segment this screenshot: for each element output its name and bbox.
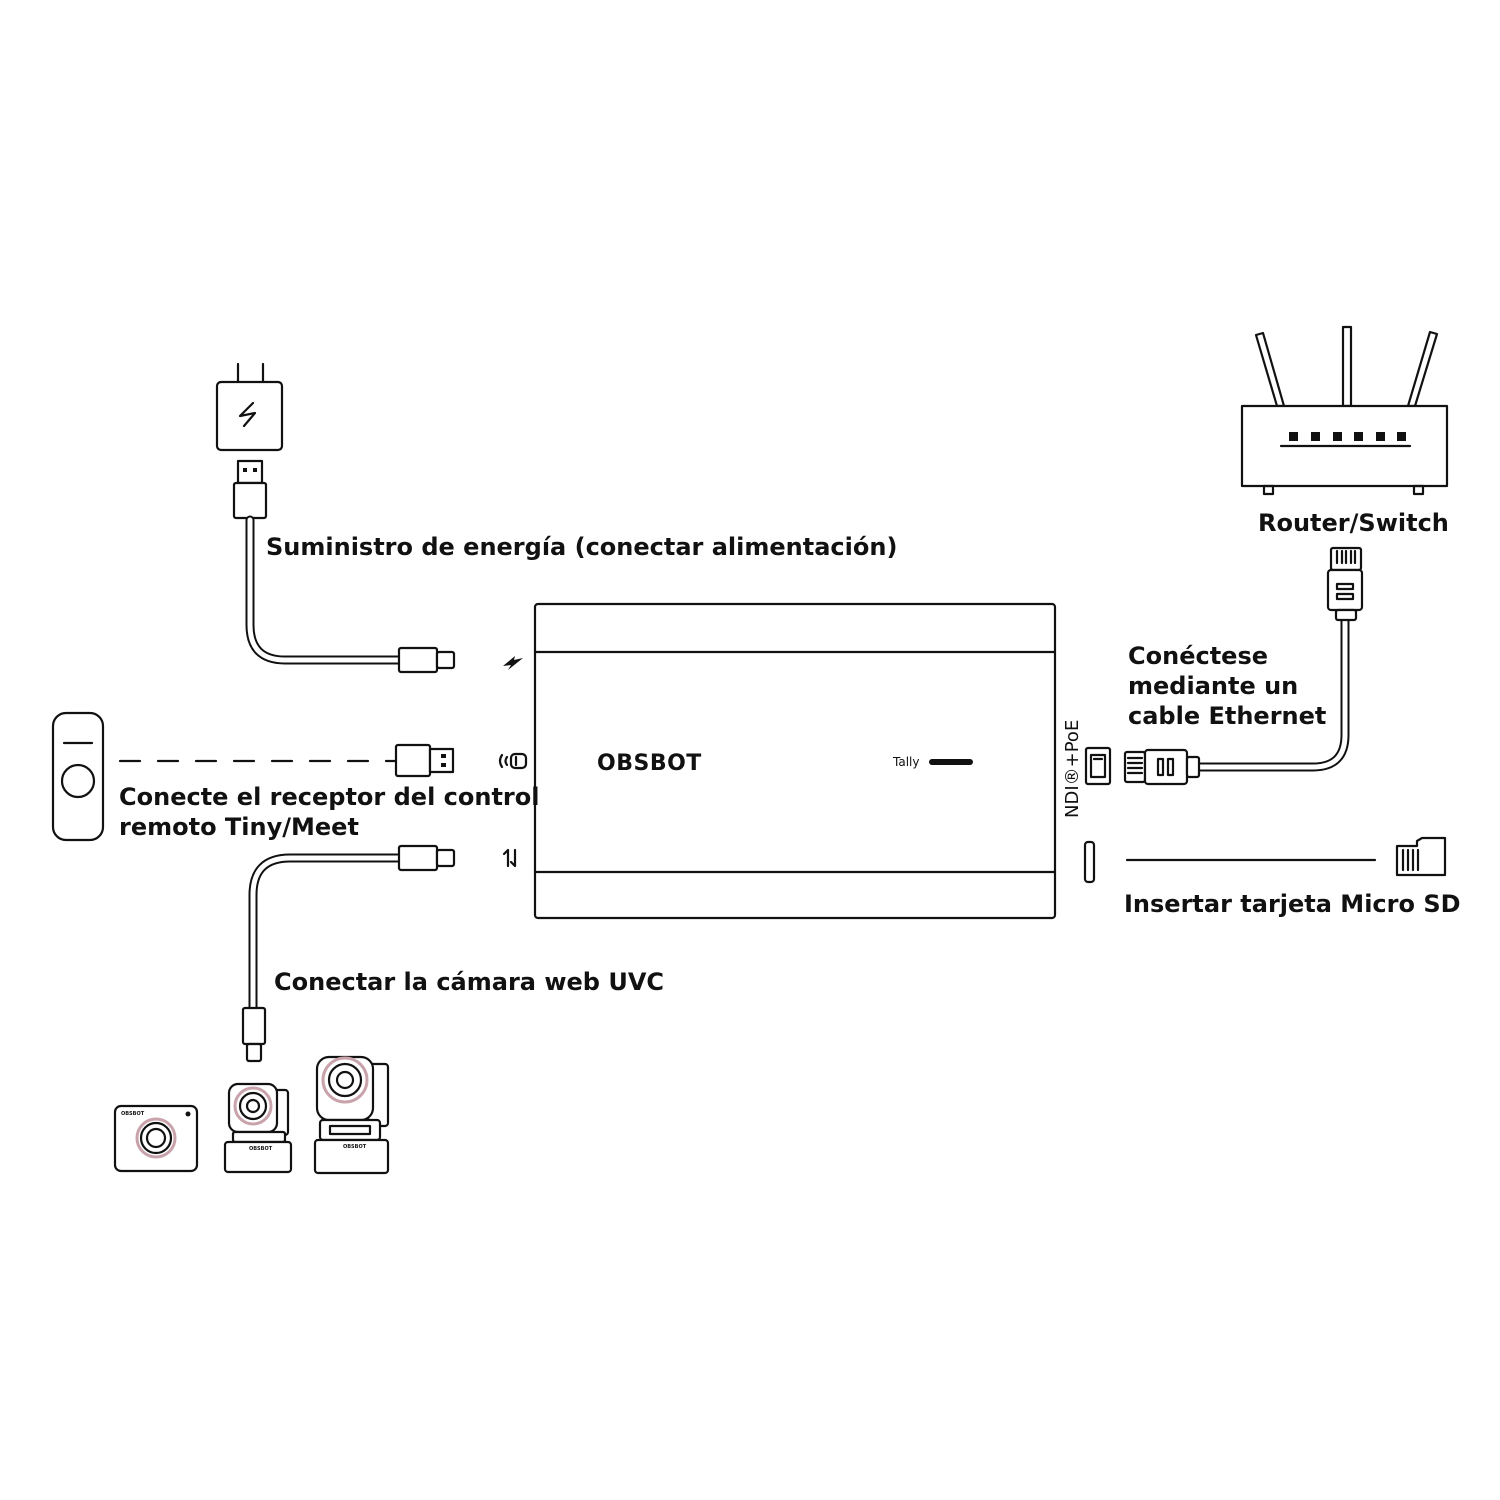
webcam-icon: OBSBOT	[113, 1104, 199, 1173]
ethernet-port-icon	[1084, 746, 1112, 786]
usb-a-dongle-icon	[394, 743, 455, 778]
adapter-bolt-icon	[238, 401, 257, 428]
router-label: Router/Switch	[1258, 509, 1449, 537]
usb-c-connector-top	[397, 844, 456, 872]
usb-a-connector-icon	[232, 459, 268, 520]
ethernet-label-line3: cable Ethernet	[1128, 702, 1326, 730]
ptz-camera-large-icon: OBSBOT	[313, 1055, 390, 1175]
power-label: Suministro de energía (conectar alimenta…	[266, 533, 897, 561]
remote-label-line2: remoto Tiny/Meet	[119, 813, 359, 841]
obsbot-device-box: OBSBOT Tally	[533, 602, 1057, 920]
usb-c-connector-icon	[397, 646, 456, 674]
router-icon	[1240, 325, 1449, 496]
ptz-small-brand: OBSBOT	[249, 1146, 273, 1152]
wireless-icon	[498, 752, 528, 770]
rj45-connector-side	[1123, 748, 1201, 786]
power-adapter-icon	[215, 362, 284, 452]
ndi-poe-label: NDI®+PoE	[1062, 720, 1083, 818]
webcam-label: Conectar la cámara web UVC	[274, 968, 664, 996]
data-transfer-icon	[502, 848, 517, 868]
rj45-connector-top	[1326, 546, 1364, 622]
device-brand: OBSBOT	[597, 751, 702, 776]
ethernet-label-line2: mediante un	[1128, 672, 1298, 700]
sd-label: Insertar tarjeta Micro SD	[1124, 890, 1461, 918]
bolt-icon	[503, 656, 523, 670]
micro-sd-card-icon	[1395, 836, 1447, 877]
usb-c-connector-bottom	[241, 1006, 267, 1063]
ptz-large-brand: OBSBOT	[343, 1144, 367, 1150]
ethernet-label-line1: Conéctese	[1128, 642, 1268, 670]
tally-label: Tally	[892, 755, 919, 769]
sd-slot-icon	[1083, 840, 1096, 884]
ptz-camera-small-icon: OBSBOT	[223, 1082, 293, 1174]
remote-label-line1: Conecte el receptor del control	[119, 783, 539, 811]
webcam-brand: OBSBOT	[121, 1111, 145, 1117]
remote-receiver-icon	[51, 711, 105, 842]
